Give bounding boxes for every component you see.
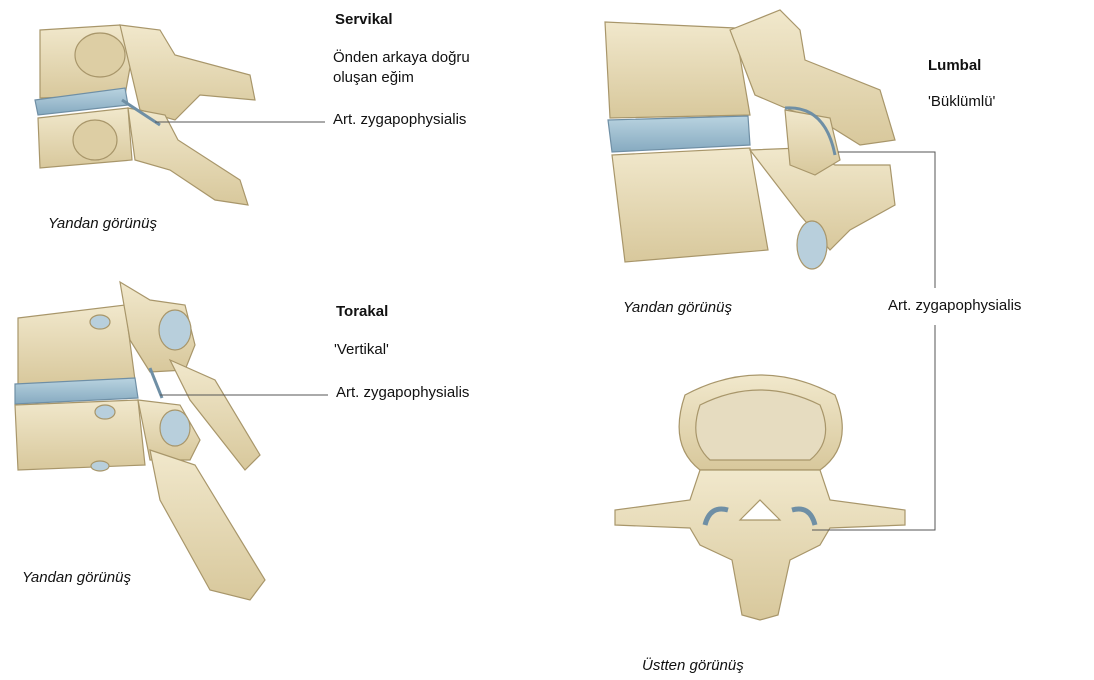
torakal-view-caption: Yandan görünüş xyxy=(22,568,131,588)
servikal-joint-label: Art. zygapophysialis xyxy=(333,110,466,130)
torakal-joint-label: Art. zygapophysialis xyxy=(336,383,469,403)
lumbal-side-view-caption: Yandan görünüş xyxy=(623,298,732,318)
torakal-description: 'Vertikal' xyxy=(334,340,389,360)
servikal-title: Servikal xyxy=(335,10,393,30)
lumbal-description: 'Büklümlü' xyxy=(928,92,995,112)
cervical-vertebrae-illustration xyxy=(35,25,255,205)
lumbal-joint-label: Art. zygapophysialis xyxy=(888,296,1021,316)
torakal-title: Torakal xyxy=(336,302,388,322)
servikal-description: Önden arkaya doğru oluşan eğim xyxy=(333,48,470,88)
servikal-view-caption: Yandan görünüş xyxy=(48,214,157,234)
lumbal-top-view-caption: Üstten görünüş xyxy=(642,656,744,676)
lumbal-title: Lumbal xyxy=(928,56,981,76)
thoracic-vertebrae-illustration xyxy=(15,282,265,600)
lumbar-top-illustration xyxy=(615,375,905,620)
lumbar-side-illustration xyxy=(605,10,895,269)
